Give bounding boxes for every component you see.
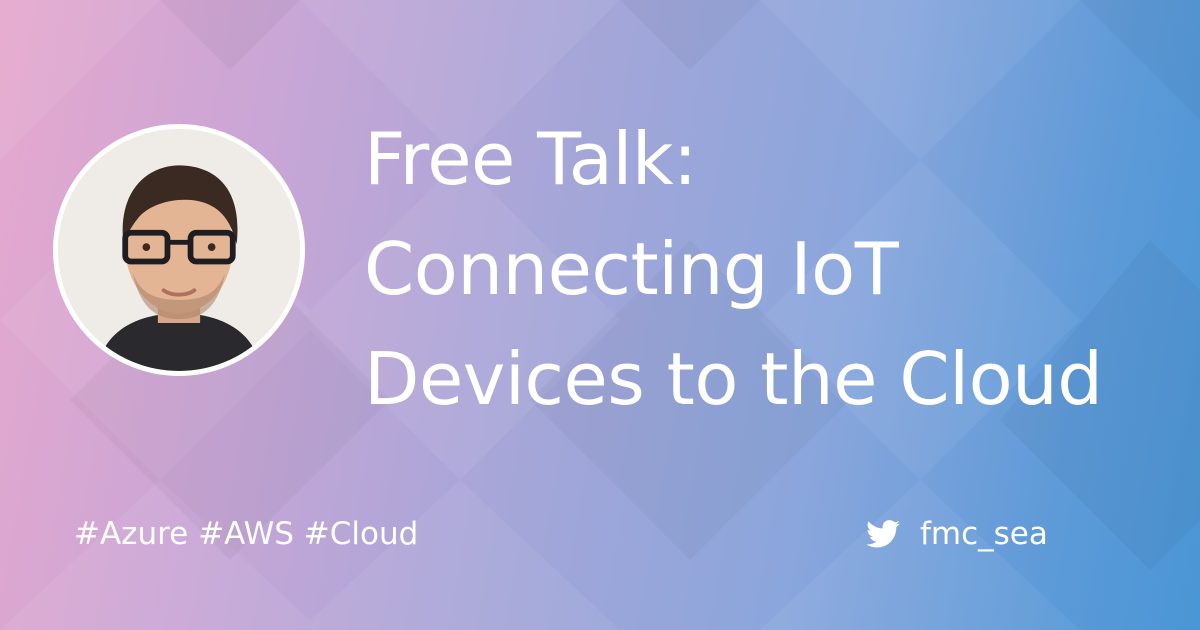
talk-title: Free Talk: Connecting IoT Devices to the… [364,104,1184,434]
speaker-photo-illustration [58,129,300,371]
twitter-handle: fmc_sea [920,516,1048,552]
twitter-bird-icon [866,520,900,548]
twitter-handle-link[interactable]: fmc_sea [866,514,1048,554]
talk-title-line-3: Devices to the Cloud [364,337,1103,421]
talk-title-line-1: Free Talk: [364,117,697,201]
talk-title-line-2: Connecting IoT [364,227,899,311]
hashtags: #Azure #AWS #Cloud [74,516,419,552]
speaker-avatar [53,124,305,376]
